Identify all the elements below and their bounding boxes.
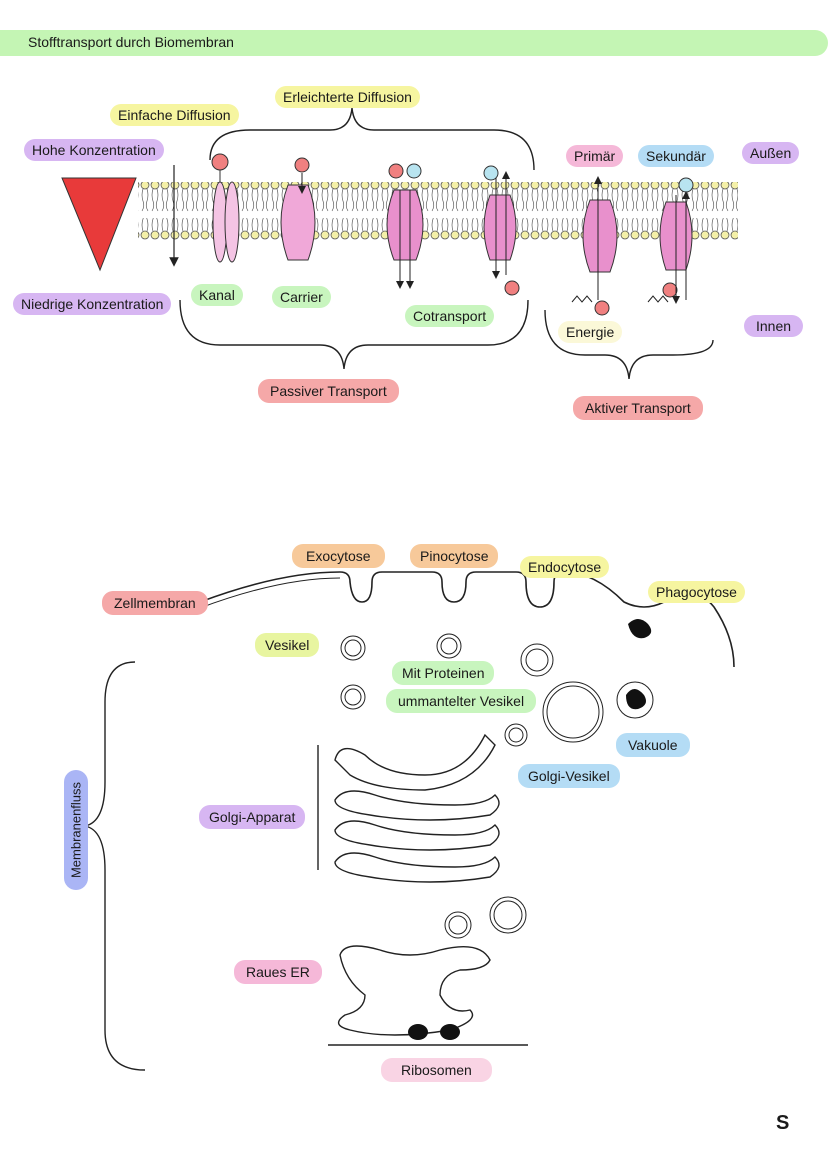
- cotransport-protein-1: [386, 163, 424, 289]
- phagocytosis-particle: [628, 619, 652, 639]
- ribosomen-label: Ribosomen: [381, 1058, 492, 1082]
- carrier-protein: [280, 157, 316, 261]
- primary-pump-protein: [571, 176, 618, 316]
- raues-er-label: Raues ER: [234, 960, 322, 984]
- page-title: Stofftransport durch Biomembran: [28, 34, 234, 50]
- vesicle-chain: [340, 633, 654, 939]
- brace-membranenfluss: [84, 661, 146, 1071]
- channel-protein: [211, 153, 240, 263]
- mit-proteinen-label: Mit Proteinen: [392, 661, 495, 685]
- concentration-gradient-triangle: [61, 177, 137, 272]
- golgi-apparat-label: Golgi-Apparat: [199, 805, 306, 829]
- primaer-label: Primär: [566, 145, 624, 167]
- membranenfluss-text: Membranenfluss: [68, 781, 84, 879]
- sekundaer-label: Sekundär: [638, 145, 714, 167]
- golgi-stack: [317, 733, 500, 883]
- kanal-label: Kanal: [191, 284, 243, 306]
- vesikel-label: Vesikel: [255, 633, 320, 657]
- zellmembran-label: Zellmembran: [102, 591, 208, 615]
- innen-label: Innen: [744, 315, 804, 337]
- passiver-transport-label: Passiver Transport: [258, 379, 399, 403]
- rough-er: [337, 945, 491, 1036]
- vakuole-label: Vakuole: [616, 733, 690, 757]
- cotransport-protein-2: [483, 165, 520, 296]
- aktiver-transport-label: Aktiver Transport: [573, 396, 703, 420]
- niedrige-konzentration-label: Niedrige Konzentration: [13, 293, 172, 315]
- aussen-label: Außen: [742, 142, 800, 164]
- title-bar: Stofftransport durch Biomembran: [0, 30, 828, 56]
- vacuole-content: [626, 689, 646, 710]
- endocytose-label: Endocytose: [520, 556, 610, 578]
- ribosome-dots: [408, 1024, 460, 1040]
- phagocytose-label: Phagocytose: [648, 581, 745, 603]
- brace-passiver-transport: [179, 299, 529, 370]
- ummantelter-vesikel-label: ummantelter Vesikel: [386, 689, 537, 713]
- hohe-konzentration-label: Hohe Konzentration: [24, 139, 164, 161]
- brace-aktiver-transport: [544, 309, 714, 380]
- exocytose-label: Exocytose: [292, 544, 385, 568]
- carrier-label: Carrier: [272, 286, 331, 308]
- brace-erleichterte-diffusion: [209, 107, 535, 171]
- membranenfluss-label: Membranenfluss: [64, 770, 88, 890]
- golgi-vesikel-label: Golgi-Vesikel: [518, 764, 620, 788]
- secondary-pump-protein: [647, 177, 694, 304]
- einfache-diffusion-label: Einfache Diffusion: [110, 104, 239, 126]
- cotransport-label: Cotransport: [405, 305, 495, 327]
- pinocytose-label: Pinocytose: [410, 544, 499, 568]
- cell-membrane-line: [199, 571, 735, 668]
- erleichterte-diffusion-label: Erleichterte Diffusion: [275, 86, 420, 108]
- page-number: S: [776, 1112, 790, 1134]
- energie-label: Energie: [558, 321, 623, 343]
